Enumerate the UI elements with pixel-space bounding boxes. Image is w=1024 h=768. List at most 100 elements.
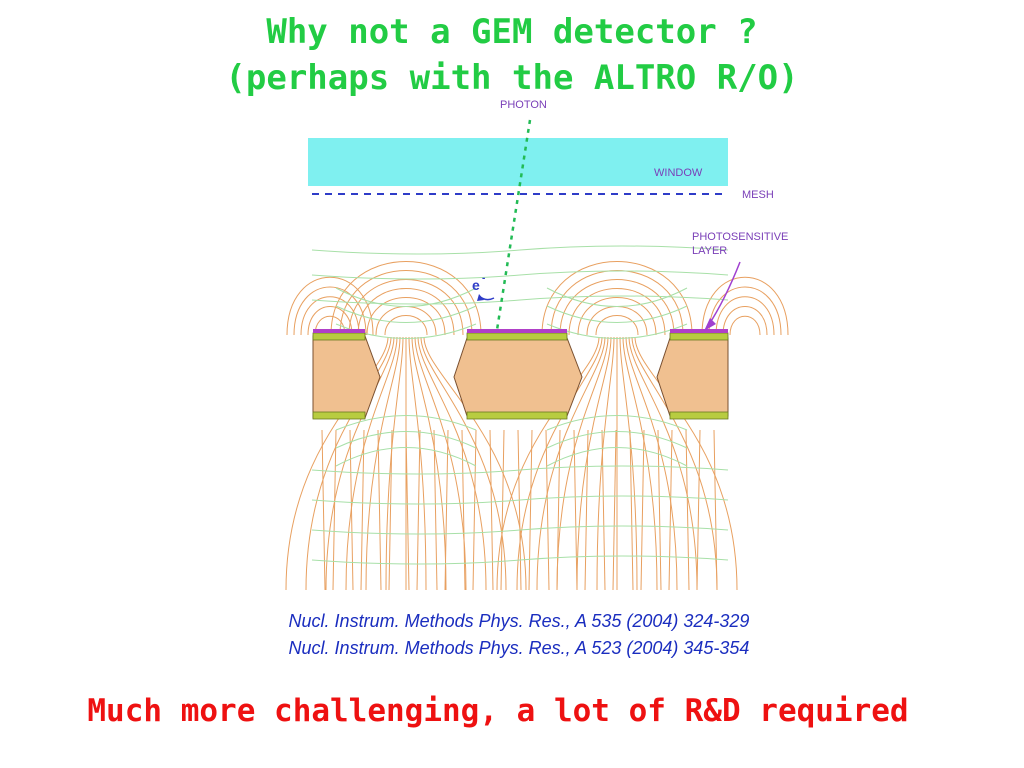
equipotential-line <box>311 295 729 305</box>
equipotential-line <box>335 447 477 467</box>
field-line <box>685 429 690 591</box>
field-line <box>556 429 561 591</box>
field-line <box>405 429 410 591</box>
field-line <box>332 429 337 591</box>
field-line <box>559 279 675 336</box>
gem-foil-right-segment <box>656 329 729 420</box>
field-line <box>408 336 427 591</box>
reference-1: Nucl. Instrum. Methods Phys. Res., A 535… <box>288 611 750 631</box>
field-line <box>300 296 360 336</box>
field-line <box>573 429 578 591</box>
field-line <box>584 429 589 591</box>
field-line <box>472 429 477 591</box>
field-line <box>577 297 657 336</box>
photon-label: PHOTON <box>500 99 547 111</box>
equipotential-line <box>335 287 477 307</box>
reference-2: Nucl. Instrum. Methods Phys. Res., A 523… <box>288 638 750 658</box>
field-line <box>411 336 447 591</box>
field-line <box>657 429 662 591</box>
field-line <box>349 429 354 591</box>
field-line <box>556 336 609 591</box>
equipotential-line <box>546 431 688 449</box>
field-line <box>622 336 658 591</box>
equipotential-line <box>546 415 688 431</box>
window-layer <box>308 138 728 186</box>
field-line <box>708 286 782 336</box>
equipotential-line <box>311 495 729 505</box>
mesh-label: MESH <box>742 189 774 201</box>
electron-arrowhead <box>477 294 484 301</box>
field-line <box>612 429 617 591</box>
equipotential-line <box>311 525 729 535</box>
field-line <box>634 336 738 591</box>
field-line <box>348 279 464 336</box>
field-line <box>307 306 353 336</box>
field-line <box>596 336 615 591</box>
field-line <box>629 429 634 591</box>
field-line <box>595 315 639 336</box>
field-line <box>601 429 606 591</box>
equipotential-line <box>335 305 477 323</box>
field-line <box>625 336 678 591</box>
conclusion-text: Much more challenging, a lot of R&D requ… <box>87 693 909 729</box>
field-line <box>631 336 718 591</box>
field-line <box>576 336 612 591</box>
field-line <box>305 336 392 591</box>
field-line <box>285 336 389 591</box>
field-line <box>729 315 761 336</box>
equipotential-line <box>546 305 688 323</box>
field-line <box>500 429 505 591</box>
equipotential-line <box>311 465 729 475</box>
photosensitive-arrowhead <box>704 318 716 331</box>
field-line <box>365 336 401 591</box>
field-lines <box>285 261 789 591</box>
field-line <box>388 429 393 591</box>
photosensitive-label-line2: LAYER <box>692 245 727 257</box>
field-line <box>550 270 684 336</box>
equipotential-line <box>335 431 477 449</box>
field-line <box>545 429 550 591</box>
field-line <box>293 286 367 336</box>
equipotential-line <box>311 270 729 280</box>
field-line <box>516 336 603 591</box>
electron-superscript: - <box>482 273 485 284</box>
field-line <box>715 296 775 336</box>
field-line <box>286 276 374 336</box>
field-line <box>568 288 666 336</box>
field-line <box>384 315 428 336</box>
field-line <box>385 336 404 591</box>
gem-hole-left-segment <box>312 332 381 420</box>
slide-title-line2: (perhaps with the ALTRO R/O) <box>225 58 799 98</box>
field-line <box>339 270 473 336</box>
field-line <box>541 261 693 336</box>
equipotential-line <box>311 245 729 255</box>
photosensitive-arrow <box>707 261 741 327</box>
field-line <box>314 315 346 336</box>
field-line <box>517 429 522 591</box>
equipotential-line <box>311 555 729 565</box>
photosensitive-layer-middle <box>467 329 567 333</box>
equipotential-line <box>546 287 688 307</box>
field-line <box>366 297 446 336</box>
gem-foil-middle-segment <box>453 329 583 420</box>
equipotential-line <box>546 447 688 467</box>
field-line <box>696 429 701 591</box>
field-line <box>713 429 718 591</box>
photosensitive-label-line1: PHOTOSENSITIVE <box>692 231 788 243</box>
slide-title-line1: Why not a GEM detector ? <box>266 12 758 52</box>
field-line <box>701 276 789 336</box>
photosensitive-layer-left <box>313 329 365 333</box>
field-line <box>528 429 533 591</box>
photosensitive-layer-right <box>670 329 728 333</box>
equipotential-line <box>546 323 688 339</box>
field-line <box>489 429 494 591</box>
field-line <box>416 429 421 591</box>
field-line <box>321 429 326 591</box>
field-line <box>668 429 673 591</box>
field-line <box>640 429 645 591</box>
equipotential-line <box>335 415 477 431</box>
field-line <box>377 429 382 591</box>
field-line <box>357 288 455 336</box>
field-line <box>722 306 768 336</box>
